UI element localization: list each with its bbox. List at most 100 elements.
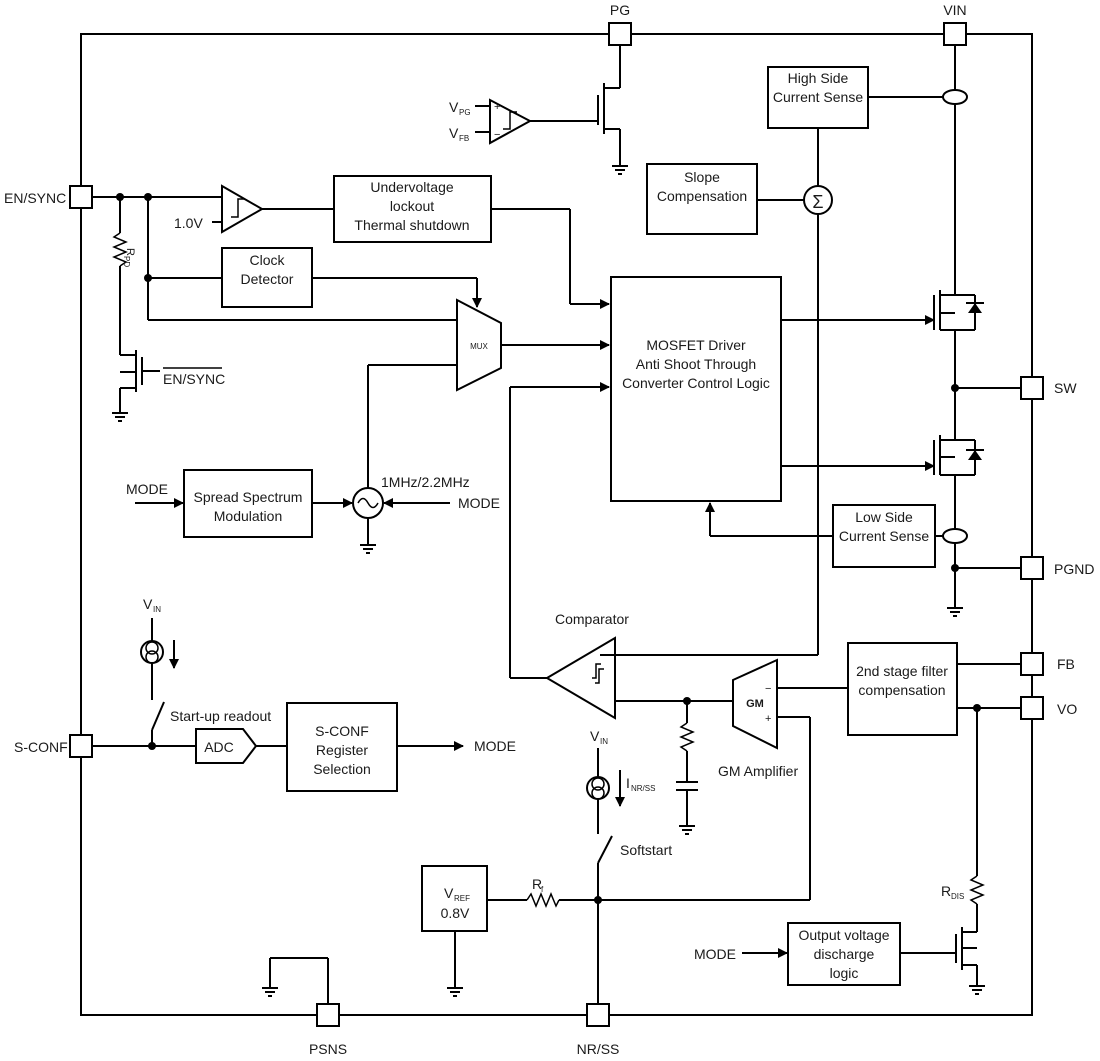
mux — [456, 298, 502, 392]
ground-symbol — [969, 985, 985, 995]
adc-label: ADC — [204, 739, 234, 755]
pin-s-conf — [69, 734, 93, 758]
gm-plus: + — [765, 713, 771, 725]
gm-amp-label: GM Amplifier — [718, 763, 798, 779]
pin-vo-label: VO — [1057, 701, 1077, 717]
comp-plus: + — [494, 101, 500, 113]
ground-symbol — [447, 987, 463, 997]
mode-ss-label: MODE — [126, 481, 168, 497]
pin-en-sync-label: EN/SYNC — [4, 190, 66, 206]
pin-pgnd — [1020, 556, 1044, 580]
sconf-register-block — [286, 702, 398, 792]
current-source-left — [140, 640, 164, 664]
discharge-logic-block — [787, 922, 901, 986]
pin-s-conf-label: S-CONF — [14, 739, 68, 755]
pin-vo — [1020, 696, 1044, 720]
ls-current-sense-coil — [942, 528, 968, 544]
vref-block — [421, 865, 488, 932]
ground-symbol — [262, 987, 278, 997]
slope-line1: Slope — [684, 169, 720, 185]
slope-line2: Compensation — [657, 188, 747, 204]
ground-symbol — [360, 544, 376, 554]
mux-label: MUX — [470, 342, 488, 351]
vref-sub: REF — [454, 894, 470, 903]
pin-sw — [1020, 376, 1044, 400]
spread-spectrum-block — [183, 469, 313, 538]
mode-dis-label: MODE — [694, 946, 736, 962]
vin-left-label: V — [143, 596, 153, 612]
mode-out-label: MODE — [474, 738, 516, 754]
pin-psns — [316, 1003, 340, 1027]
pin-nr-ss — [586, 1003, 610, 1027]
second-stage-filter-block — [847, 642, 958, 736]
vin-ss-sub: IN — [600, 737, 608, 746]
uvlo-line3: Thermal shutdown — [354, 217, 469, 233]
ground-symbol — [679, 825, 695, 835]
clk-line1: Clock — [249, 252, 285, 268]
rdis-resistor — [969, 875, 985, 905]
f2-line2: compensation — [858, 682, 945, 698]
chip-outline — [80, 33, 1033, 1016]
ss-line1: Spread Spectrum — [194, 489, 303, 505]
rf-label: R — [532, 876, 542, 892]
inrss-label: I — [626, 775, 630, 791]
vfb-sub: FB — [459, 134, 469, 143]
f2-line1: 2nd stage filter — [856, 663, 948, 679]
compensation-resistor — [679, 722, 695, 752]
uvlo-line2: lockout — [390, 198, 434, 214]
rf-sub: f — [541, 885, 544, 894]
enable-comparator — [221, 184, 265, 234]
sconf-line3: Selection — [313, 761, 371, 777]
vpg-sub: PG — [459, 108, 471, 117]
hs-cs-line1: High Side — [788, 70, 849, 86]
drv-line2: Anti Shoot Through — [636, 356, 756, 372]
gm-minus: − — [765, 683, 771, 695]
hs-cs-line2: Current Sense — [773, 89, 863, 105]
threshold-label: 1.0V — [174, 215, 203, 231]
gm-label: GM — [746, 698, 764, 710]
drv-line3: Converter Control Logic — [622, 375, 770, 391]
dis-line1: Output voltage — [798, 927, 889, 943]
pin-vin-label: VIN — [943, 2, 966, 18]
mode-osc-label: MODE — [458, 495, 500, 511]
pin-pgnd-label: PGND — [1054, 561, 1094, 577]
ground-symbol — [112, 412, 128, 422]
pin-fb-label: FB — [1057, 656, 1075, 672]
vfb-label: V — [449, 125, 459, 141]
pin-psns-label: PSNS — [309, 1041, 347, 1057]
low-side-current-sense-block — [832, 504, 936, 568]
vref-v: V — [444, 885, 454, 901]
pin-vin — [943, 22, 967, 46]
vin-left-sub: IN — [153, 605, 161, 614]
ground-symbol — [947, 607, 963, 617]
sconf-line1: S-CONF — [315, 723, 369, 739]
drv-line1: MOSFET Driver — [646, 337, 746, 353]
pin-fb — [1020, 652, 1044, 676]
comp-minus: − — [494, 129, 500, 141]
dis-line2: discharge — [814, 946, 875, 962]
inrss-sub: NR/SS — [631, 784, 655, 793]
uvlo-block — [333, 175, 492, 243]
rf-resistor — [526, 892, 560, 908]
ground-symbol — [612, 165, 628, 175]
rpd-sub: PD — [122, 256, 131, 267]
rpd-label: R — [124, 248, 136, 256]
pin-en-sync — [69, 185, 93, 209]
pin-pg — [608, 22, 632, 46]
softstart-label: Softstart — [620, 842, 672, 858]
hs-current-sense-coil — [942, 89, 968, 105]
current-source-ss — [586, 776, 610, 800]
slope-compensation-block — [646, 163, 758, 235]
vpg-label: V — [449, 99, 459, 115]
pin-pg-label: PG — [610, 2, 630, 18]
ls-cs-line2: Current Sense — [839, 528, 929, 544]
startup-label: Start-up readout — [170, 708, 271, 724]
comparator-label: Comparator — [555, 611, 629, 627]
ls-cs-line1: Low Side — [855, 509, 913, 525]
pulldown-resistor — [112, 232, 128, 267]
vref-value: 0.8V — [441, 905, 470, 921]
uvlo-line1: Undervoltage — [370, 179, 453, 195]
clock-detector-block — [221, 247, 313, 308]
mosfet-driver-block — [610, 276, 782, 502]
